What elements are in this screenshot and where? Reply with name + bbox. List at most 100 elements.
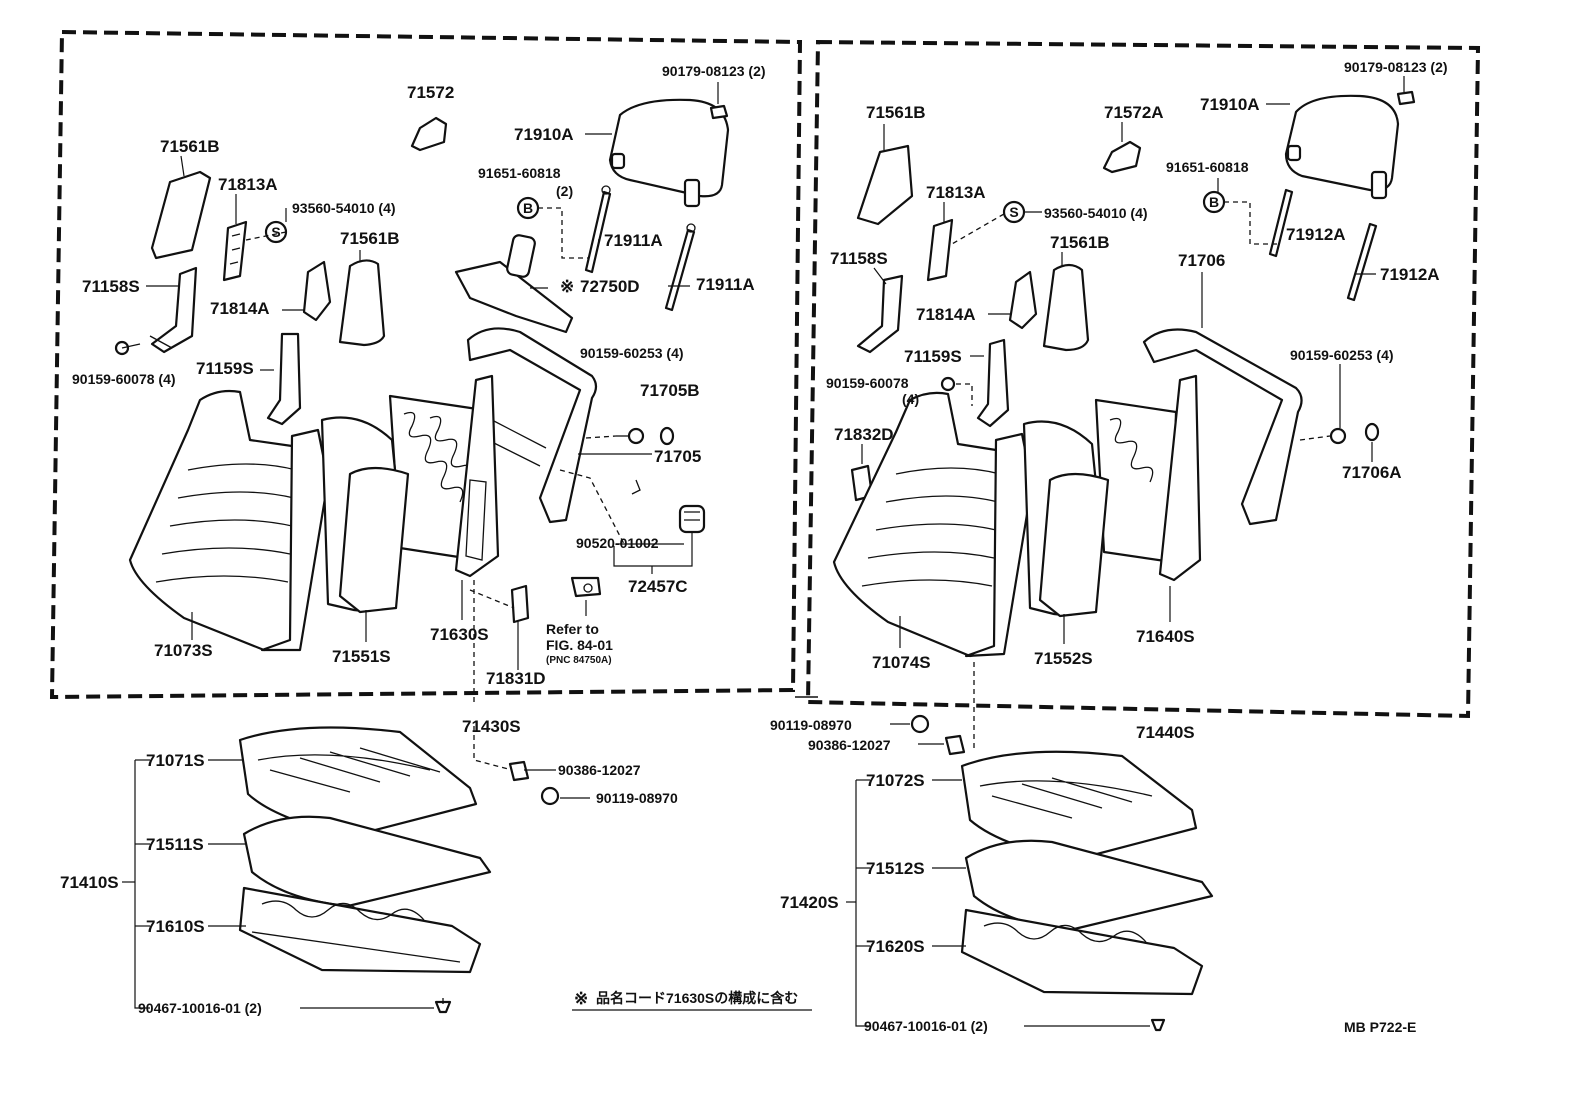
label-71074s: 71074S [872,653,931,672]
label-71158s-right: 71158S [830,249,888,268]
label-71705b: 71705B [640,381,700,400]
label-71912a-1: 71912A [1286,225,1346,244]
label-72457c: 72457C [628,577,688,596]
headrest-right [1284,94,1400,200]
bracket-71831d [510,584,530,624]
label-71706: 71706 [1178,251,1225,270]
recliner-71640s [1158,374,1202,582]
left-seatback-labels: 71572 90179-08123 (2) 71910A 71561B 7181… [72,63,766,736]
label-90179-left: 90179-08123 (2) [662,63,766,79]
right-cushion-labels: 71072S 71512S 71420S 71620S 90467-10016-… [780,771,988,1034]
label-90386-left: 90386-12027 [558,762,641,778]
cover-71561b-top-left [150,170,212,260]
footnote: ※ 品名コード71630Sの構成に含む [574,989,798,1008]
right-seatback-labels: 90179-08123 (2) 71561B 71572A 71910A 916… [770,59,1448,753]
label-90520: 90520-01002 [576,535,659,551]
label-90159-60253-left: 90159-60253 (4) [580,345,684,361]
label-71072s: 71072S [866,771,925,790]
label-71410s: 71410S [60,873,119,892]
label-refer-3: (PNC 84750A) [546,655,612,666]
recliner-71630s [454,374,500,578]
nut-90386-left [508,760,530,782]
label-90119-right: 90119-08970 [770,717,852,733]
label-90467-right: 90467-10016-01 (2) [864,1018,988,1034]
clip-71705b [659,426,675,446]
label-71561b-mid-right: 71561B [1050,233,1110,252]
cushion-pad-71512s [964,839,1214,932]
label-refer-1: Refer to [546,621,599,637]
bolt-90159-60253-right [1329,427,1347,445]
label-93560-right: 93560-54010 (4) [1044,205,1148,221]
label-71910a-right: 71910A [1200,95,1260,114]
bolt-90119-left [540,786,560,806]
label-71440s: 71440S [1136,723,1195,742]
bracket-71814a-right [1008,270,1038,330]
label-71511s: 71511S [146,835,204,854]
label-91651-qty-left: (2) [556,183,573,199]
bolt-90159-60253-left [616,427,645,445]
label-71630s: 71630S [430,625,489,644]
seatback-frame-left [466,327,598,524]
label-71911a-1: 71911A [604,231,663,250]
switch-84750a [570,576,602,598]
label-90159-60078-right: 90159-60078 [826,375,909,391]
label-71912a-2: 71912A [1380,265,1440,284]
svg-text:B: B [1209,194,1219,210]
label-71071s: 71071S [146,751,205,770]
label-90159-60078-qty-right: (4) [902,391,919,407]
left-cushion-labels: 71071S 71511S 71410S 71610S 90467-10016-… [60,751,678,1016]
drawing-number: MB P722-E [1344,1019,1416,1035]
label-71420s: 71420S [780,893,839,912]
label-90159-60078-left: 90159-60078 (4) [72,371,176,387]
label-71551s: 71551S [332,647,391,666]
seatback-cover-71074s [832,391,1034,658]
label-71706a: 71706A [1342,463,1402,482]
clip-90467-left [434,998,452,1014]
label-71561b-top-right: 71561B [866,103,926,122]
motor-72750d [454,234,574,334]
label-71813a-left: 71813A [218,175,278,194]
nut-90386-right [944,734,966,756]
callout-b-left: B [516,196,540,220]
bracket-71572a [1102,140,1142,174]
cushion-pad-71511s [242,815,492,908]
label-71512s: 71512S [866,859,925,878]
svg-text:S: S [271,224,280,240]
label-71158s-left: 71158S [82,277,140,296]
label-91651-left: 91651-60818 [478,165,561,181]
nut-90179-right [1396,90,1416,106]
label-91651-right: 91651-60818 [1166,159,1249,175]
nut-90179-left [709,104,729,120]
cover-71561b-mid-right [1042,263,1090,352]
headrest-support-right [1268,188,1378,302]
svg-text:S: S [1009,204,1018,220]
bracket-71814a-left [302,260,332,322]
label-71073s: 71073S [154,641,213,660]
headrest-support-left [584,185,696,312]
label-71640s: 71640S [1136,627,1195,646]
label-71561b-top-left: 71561B [160,137,220,156]
seatback-cover-71073s [128,389,330,652]
cushion-frame-71610s [238,886,482,974]
label-90119-left: 90119-08970 [596,790,678,806]
svg-text:B: B [523,200,533,216]
label-71831d: 71831D [486,669,546,688]
label-72750d: 72750D [580,277,640,296]
label-71814a-left: 71814A [210,299,270,318]
label-71620s: 71620S [866,937,925,956]
callout-s-right: S [1002,200,1026,224]
clip-90467-right [1150,1018,1166,1032]
footnote-mark: ※ [574,989,588,1008]
cover-71561b-mid-left [338,259,386,347]
left-assembly-frame [49,29,803,700]
label-90467-left: 90467-10016-01 (2) [138,1000,262,1016]
label-71572a: 71572A [1104,103,1164,122]
bracket-71813a-left [222,220,248,282]
cover-71561b-top-right [856,144,914,226]
bracket-71813a-right [926,218,954,282]
label-71813a-right: 71813A [926,183,986,202]
cushion-cover-71071s [238,726,478,838]
label-71572: 71572 [407,83,454,102]
knob-72457c [678,504,706,534]
